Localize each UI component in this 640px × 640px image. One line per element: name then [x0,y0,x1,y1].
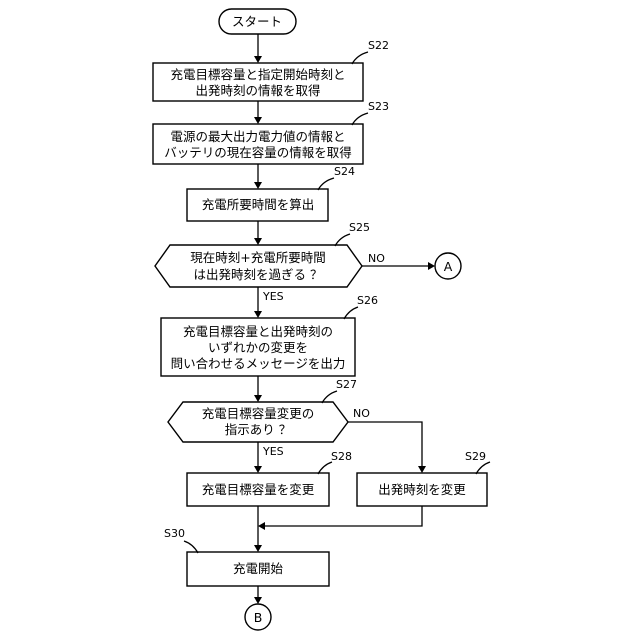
line-s29-merge [263,506,422,526]
arrowhead [254,466,262,473]
s27-no-label: NO [353,407,370,420]
s25-step-label: S25 [349,221,370,234]
arrowhead [254,395,262,402]
s25-yes-label: YES [262,290,284,303]
arrowhead [258,522,265,530]
arrowhead [254,56,262,63]
s28-leader-line [318,462,332,474]
connector-a-label: A [444,259,453,274]
s24-text-1: 充電所要時間を算出 [202,197,315,212]
arrowhead [428,262,435,270]
s25-leader-line [335,234,350,246]
s29-step-label: S29 [465,450,486,463]
s26-text-2: いずれかの変更を [208,340,308,355]
s23-step-label: S23 [368,100,389,113]
arrowhead [418,466,426,473]
arrowhead [254,117,262,124]
arrowhead [254,311,262,318]
s30-text-1: 充電開始 [233,561,284,576]
s25-no-label: NO [368,252,385,265]
s24-leader-line [318,178,334,190]
s26-text-3: 問い合わせるメッセージを出力 [171,356,346,371]
s25-text-1: 現在時刻+充電所要時間 [190,250,325,265]
s22-text-2: 出発時刻の情報を取得 [195,83,320,98]
s26-leader-line [344,307,358,319]
s22-leader-line [352,52,368,64]
arrowhead [254,182,262,189]
s25-text-2: は出発時刻を過ぎる ？ [194,267,323,282]
arrowhead [254,238,262,245]
start-label: スタート [232,14,282,29]
s27-step-label: S27 [336,378,357,391]
s26-text-1: 充電目標容量と出発時刻の [183,324,333,339]
s27-leader-line [322,391,337,403]
connector-b-label: B [254,610,263,625]
s26-step-label: S26 [357,294,378,307]
s23-leader-line [352,113,368,125]
s29-text-1: 出発時刻を変更 [378,482,466,497]
s23-text-1: 電源の最大出力電力値の情報と [170,129,345,144]
arrow-s27-no [348,422,422,468]
s28-step-label: S28 [331,450,352,463]
s23-text-2: バッテリの現在容量の情報を取得 [164,145,352,160]
s30-leader-line [184,541,198,553]
s28-text-1: 充電目標容量を変更 [202,482,315,497]
s30-step-label: S30 [164,527,185,540]
s27-yes-label: YES [262,445,284,458]
s24-step-label: S24 [334,165,355,178]
s22-text-1: 充電目標容量と指定開始時刻と [170,67,345,82]
arrowhead [254,597,262,604]
s27-text-2: 指示あり ？ [225,422,291,437]
arrowhead [254,545,262,552]
s22-step-label: S22 [368,39,389,52]
s27-text-1: 充電目標容量変更の [202,406,315,421]
s29-leader-line [476,462,490,474]
